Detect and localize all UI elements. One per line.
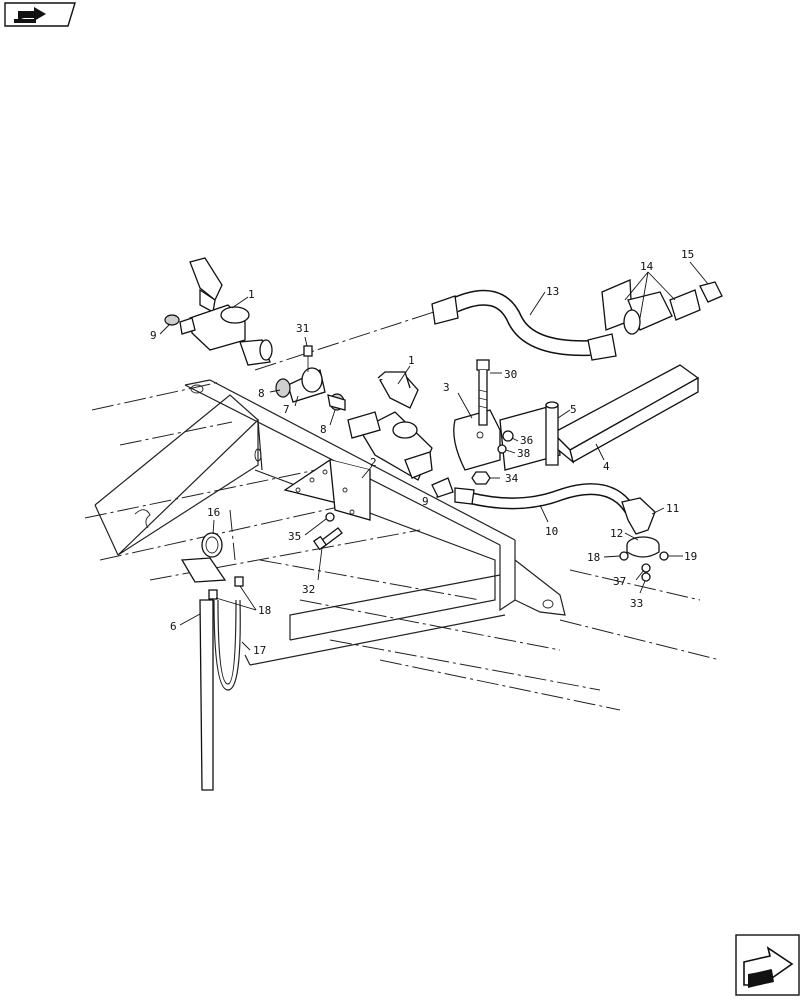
label-32: 32 [302,583,315,596]
elbow-11 [621,497,656,535]
label-15: 15 [681,248,694,261]
plate-3 [453,404,561,471]
clamp-7 [287,367,326,403]
pin-5 [545,401,559,466]
nut-34 [471,471,491,485]
label-38: 38 [517,447,530,460]
label-3: 3 [443,381,450,394]
label-6: 6 [170,620,177,633]
bolt-32 [312,527,343,551]
adapter-9-lower [431,477,454,498]
label-16: 16 [207,506,220,519]
plug-19 [659,551,669,561]
label-7: 7 [283,403,290,416]
label-5: 5 [570,403,577,416]
go-to-nav-arrow-icon[interactable] [4,2,76,27]
label-19: 19 [684,550,697,563]
label-9-left: 9 [150,329,157,342]
adapter-8-right [327,393,346,411]
plug-18-right [619,551,629,561]
fitting-18-left [208,576,244,600]
washer-36 [502,430,514,442]
label-8-right: 8 [320,423,327,436]
label-31: 31 [296,322,309,335]
coupler-1-center [347,371,433,481]
coupler-1-left [164,257,273,366]
gauge-16 [201,532,223,558]
quick-coupler-14 [601,279,701,335]
fitting-33 [641,572,651,582]
hose-10 [454,483,636,514]
stand-6 [180,557,227,791]
label-4: 4 [603,460,610,473]
adapter-8-left [275,378,291,398]
label-9-lower: 9 [422,495,429,508]
bolt-30 [476,359,490,426]
label-34: 34 [505,472,519,485]
label-33: 33 [630,597,643,610]
label-10: 10 [545,525,558,538]
label-13: 13 [546,285,559,298]
label-18-right: 18 [587,551,600,564]
block-12 [626,536,660,558]
label-2: 2 [370,456,377,469]
label-17: 17 [253,644,266,657]
label-36: 36 [520,434,533,447]
adapter-15 [699,281,723,303]
washer-38 [497,444,507,454]
label-30: 30 [504,368,517,381]
tube-17 [213,599,241,691]
bolt-31 [303,345,313,372]
label-1-center: 1 [408,354,415,367]
frame-dash-lines [84,309,721,711]
label-14: 14 [640,260,654,273]
label-1-left: 1 [248,288,255,301]
hose-13 [431,289,617,361]
nut-35 [325,512,335,522]
leader-lines [159,261,709,651]
part-labels: 1 9 31 8 7 8 1 2 3 30 5 4 36 38 34 9 13 … [150,248,697,657]
label-18-left: 18 [258,604,271,617]
label-11: 11 [666,502,679,515]
bracket-2 [283,459,372,521]
label-35: 35 [288,530,301,543]
label-12: 12 [610,527,623,540]
next-page-arrow-icon[interactable] [735,934,800,996]
label-8-left: 8 [258,387,265,400]
label-37: 37 [613,575,626,588]
